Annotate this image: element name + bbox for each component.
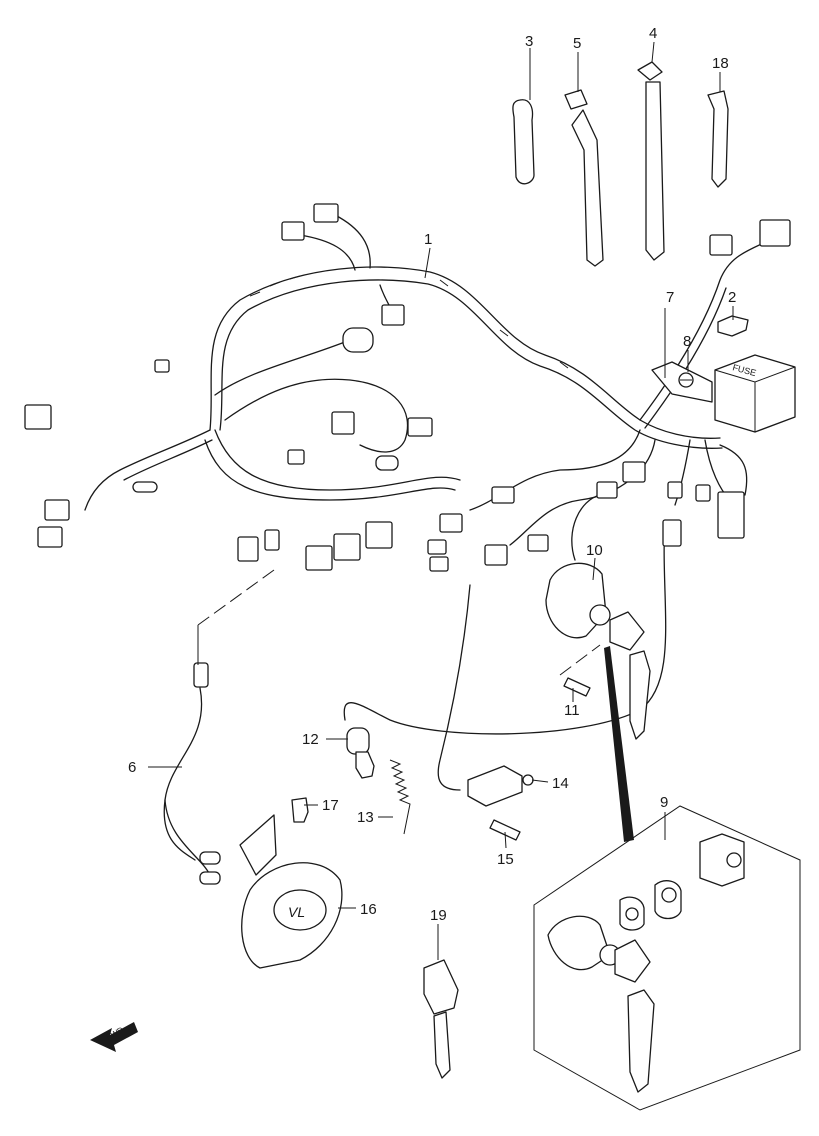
callout-10: 10 (586, 542, 603, 559)
callout-5: 5 (573, 35, 581, 52)
callout-numbers: 1 2 3 4 5 6 7 8 9 10 11 12 13 14 15 16 1… (128, 25, 736, 924)
callout-12: 12 (302, 731, 319, 748)
callout-1: 1 (424, 231, 432, 248)
fuse-box: FUSE (651, 354, 796, 433)
callout-15: 15 (497, 851, 514, 868)
sensor-lead (163, 662, 221, 885)
spring (389, 759, 411, 835)
callout-3: 3 (525, 33, 533, 50)
callout-19: 19 (430, 907, 447, 924)
switch-12 (346, 727, 375, 779)
wiring-harness (24, 203, 791, 791)
horn: VL (239, 797, 343, 969)
fuse (717, 315, 749, 337)
callout-11: 11 (564, 702, 580, 719)
horn-label: VL (288, 904, 305, 920)
callout-8: 8 (683, 333, 691, 350)
rear-brake-switch (467, 765, 534, 841)
spare-key (423, 959, 459, 1079)
callout-2: 2 (728, 289, 736, 306)
clamps-and-ties (512, 61, 729, 267)
fwd-direction-arrow: FWD (90, 1022, 138, 1052)
key-set-kit (533, 805, 801, 1111)
callout-13: 13 (357, 809, 374, 826)
callout-9: 9 (660, 794, 668, 811)
ignition-switch (545, 562, 651, 740)
callout-4: 4 (649, 25, 657, 42)
callout-14: 14 (552, 775, 569, 792)
callout-6: 6 (128, 759, 136, 776)
callout-7: 7 (666, 289, 674, 306)
callout-16: 16 (360, 901, 377, 918)
callout-18: 18 (712, 55, 729, 72)
bolt-11 (563, 677, 591, 697)
leader-lines (148, 41, 734, 960)
callout-17: 17 (322, 797, 339, 814)
